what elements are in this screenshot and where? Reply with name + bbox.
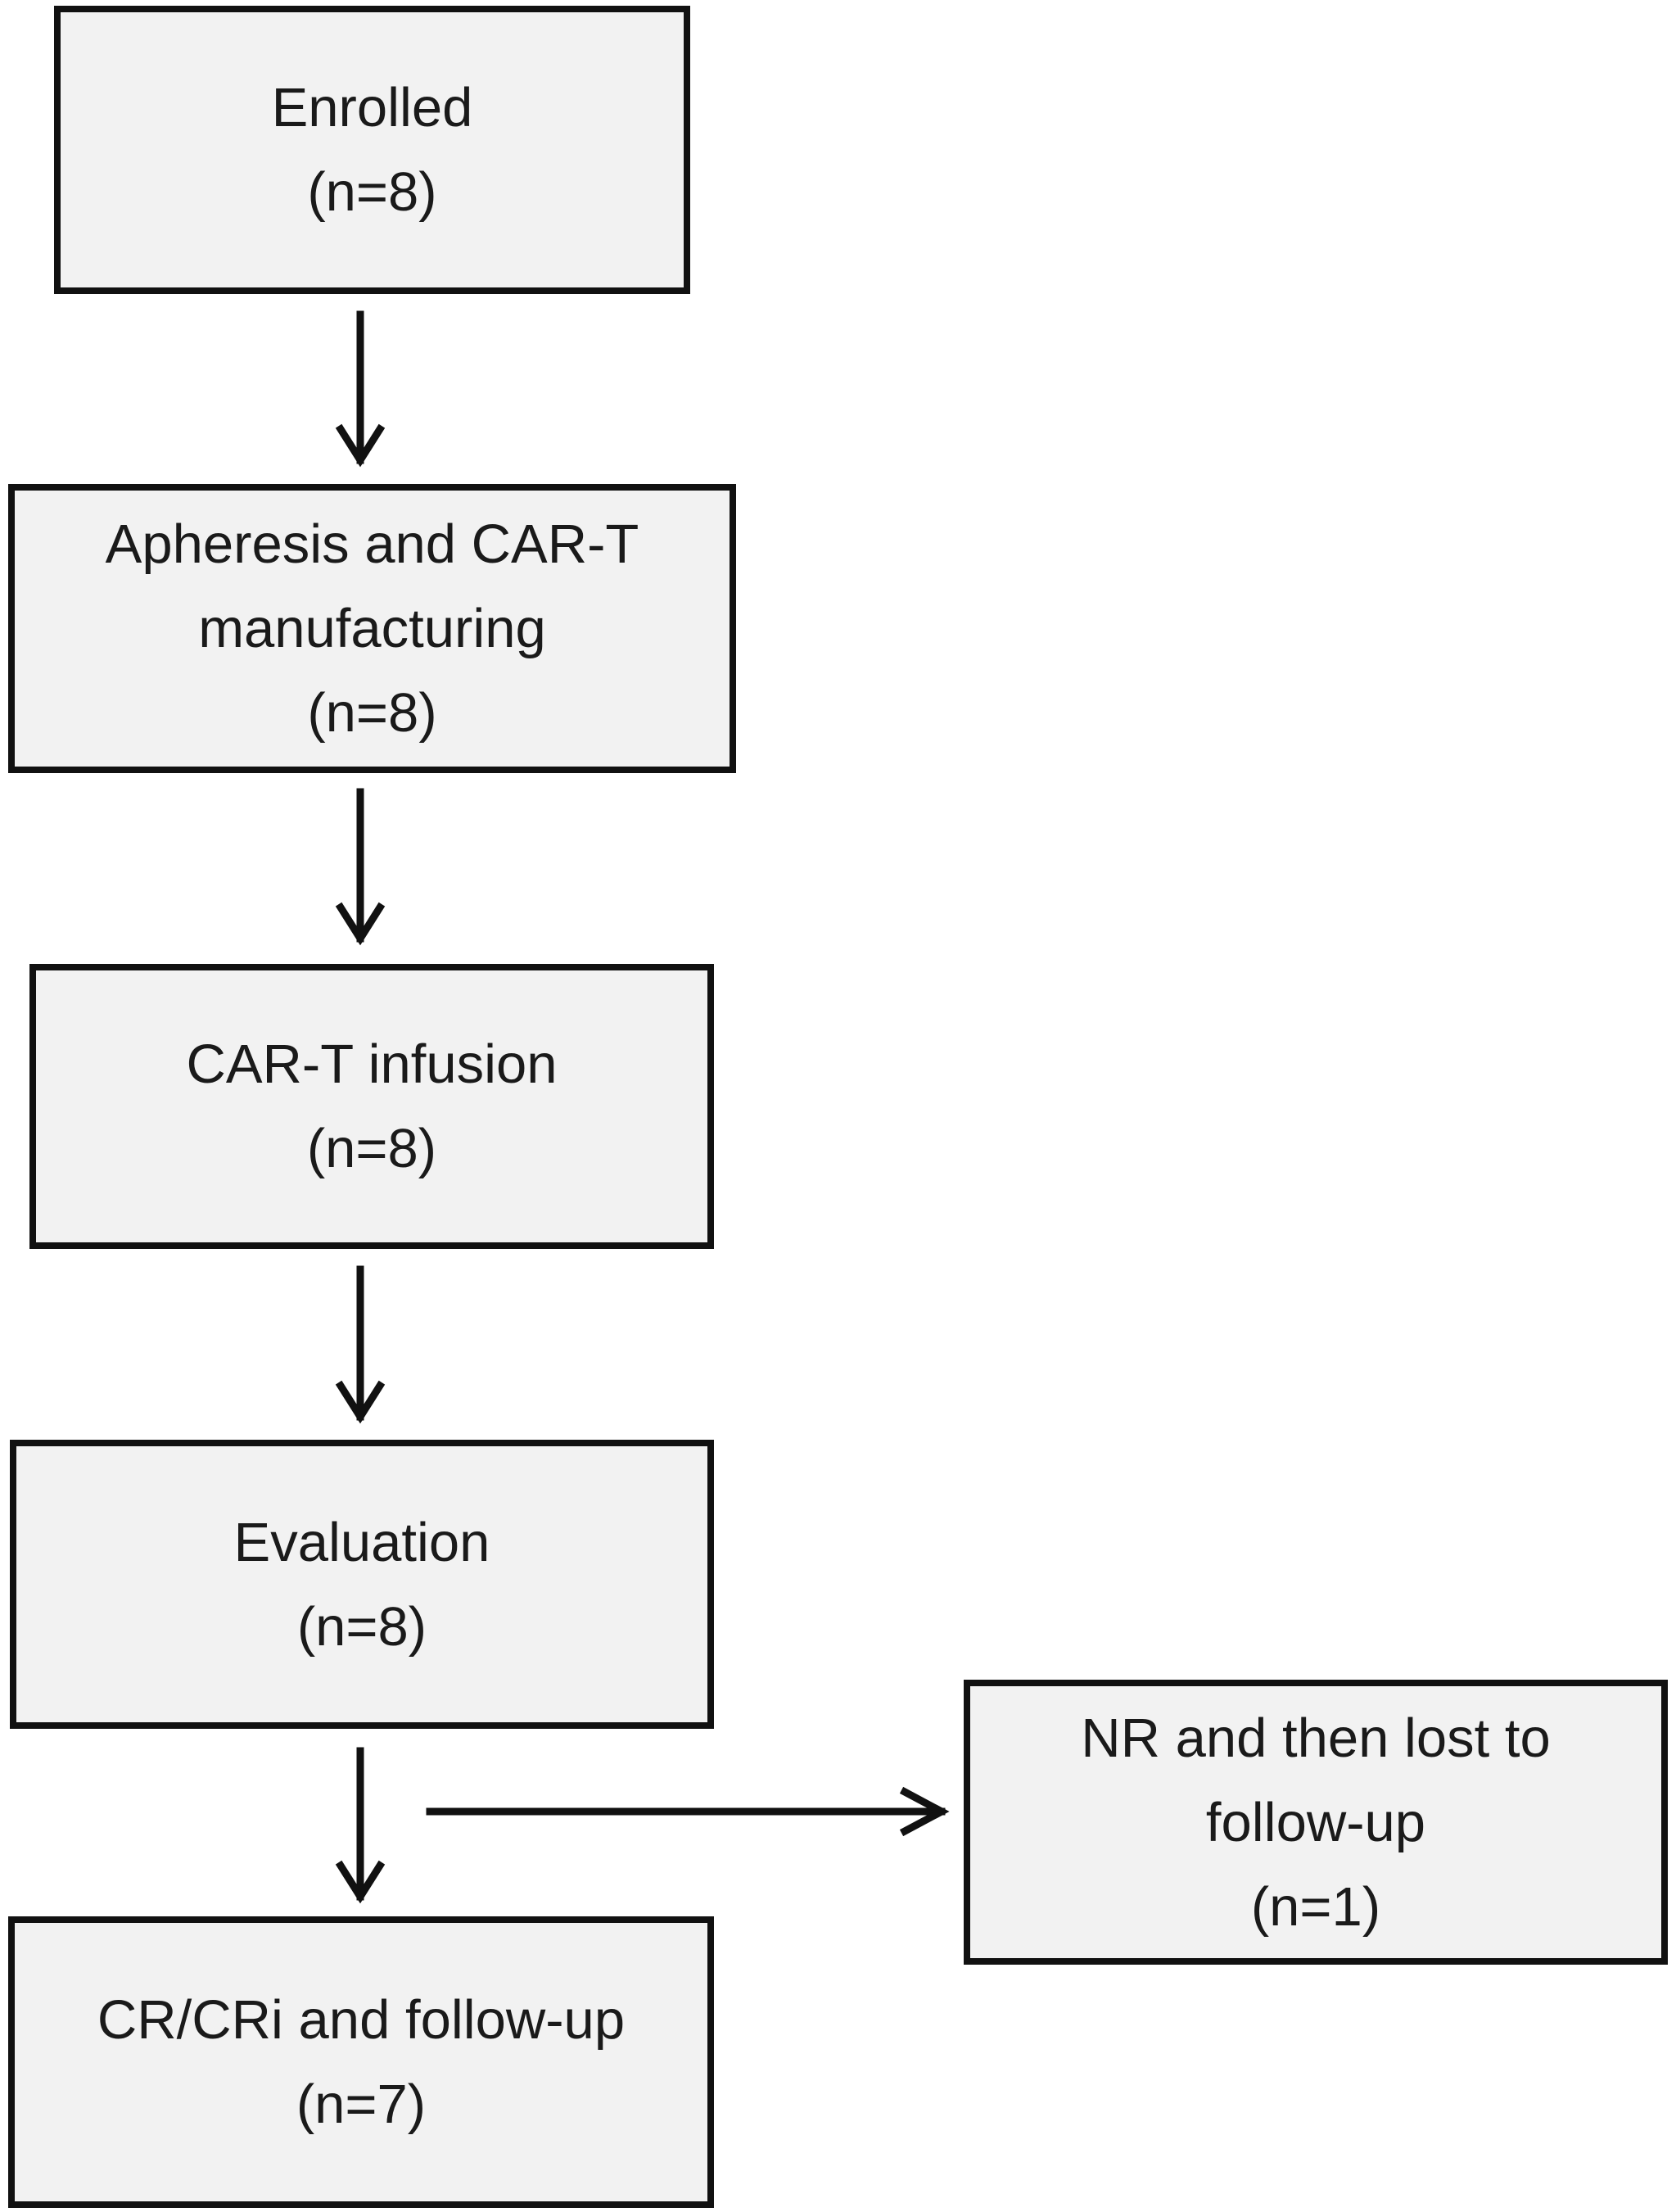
- infusion-label: CAR-T infusion: [186, 1034, 558, 1095]
- evaluation-label: Evaluation: [233, 1511, 490, 1573]
- box-infusion: CAR-T infusion (n=8): [29, 964, 714, 1249]
- box-evaluation: Evaluation (n=8): [10, 1440, 714, 1729]
- nonresponse-label-line1: NR and then lost to: [1081, 1707, 1551, 1769]
- box-enrolled: Enrolled (n=8): [54, 6, 690, 294]
- box-nonresponse: NR and then lost to follow-up (n=1): [964, 1680, 1668, 1965]
- box-response: CR/CRi and follow-up (n=7): [8, 1916, 714, 2208]
- arrow-enrolled-to-apheresis: [335, 310, 386, 468]
- box-response-text: CR/CRi and follow-up (n=7): [97, 1978, 625, 2146]
- nonresponse-label-line2: follow-up: [1205, 1791, 1426, 1853]
- box-enrolled-text: Enrolled (n=8): [272, 66, 473, 234]
- evaluation-count: (n=8): [296, 1595, 427, 1658]
- apheresis-label-line2: manufacturing: [198, 598, 546, 659]
- infusion-count: (n=8): [306, 1118, 437, 1179]
- response-count: (n=7): [296, 2074, 427, 2135]
- box-infusion-text: CAR-T infusion (n=8): [186, 1022, 557, 1191]
- arrow-to-nonresponse: [426, 1786, 950, 1837]
- arrow-apheresis-to-infusion: [335, 788, 386, 946]
- arrow-evaluation-to-response: [335, 1747, 386, 1904]
- box-apheresis-text: Apheresis and CAR-T manufacturing (n=8): [106, 502, 639, 755]
- box-evaluation-text: Evaluation (n=8): [234, 1500, 490, 1669]
- nonresponse-count: (n=1): [1250, 1875, 1381, 1938]
- enrolled-count: (n=8): [307, 161, 437, 223]
- response-label: CR/CRi and follow-up: [97, 1989, 626, 2051]
- box-apheresis: Apheresis and CAR-T manufacturing (n=8): [8, 484, 736, 773]
- enrolled-label: Enrolled: [271, 77, 473, 138]
- box-nonresponse-text: NR and then lost to follow-up (n=1): [1081, 1696, 1551, 1949]
- arrow-infusion-to-evaluation: [335, 1265, 386, 1424]
- apheresis-count: (n=8): [307, 682, 437, 744]
- apheresis-label-line1: Apheresis and CAR-T: [105, 513, 639, 575]
